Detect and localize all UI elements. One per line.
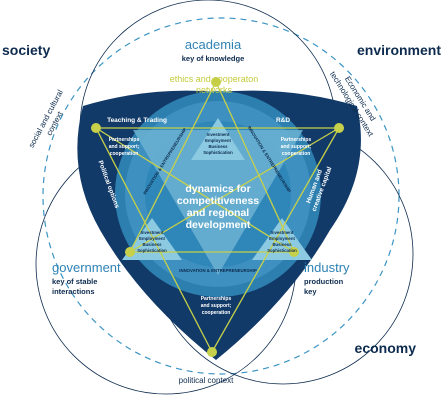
partnerships-bottom: Partnerships and support; cooperation — [201, 296, 232, 316]
svg-text:Employment: Employment — [205, 138, 231, 143]
government-subtitle-1: key of stable — [52, 277, 97, 286]
ethics-network-lines — [94, 80, 341, 354]
node-left — [125, 247, 135, 257]
svg-text:and support;: and support; — [281, 144, 312, 150]
node-top-right — [334, 123, 344, 133]
teaching-trading-label: Teaching & Trading — [107, 117, 167, 124]
svg-text:competitiveness: competitiveness — [177, 195, 259, 207]
left-box-text: Investment Employment Business Sophistic… — [137, 230, 167, 253]
node-right — [289, 247, 299, 257]
svg-text:Sophistication: Sophistication — [203, 150, 233, 155]
svg-text:development: development — [186, 219, 251, 231]
svg-text:Business: Business — [208, 144, 228, 149]
svg-text:Employment: Employment — [269, 236, 295, 241]
industry-subtitle-2: key — [304, 287, 317, 296]
inverted-triangle — [133, 130, 303, 275]
society-label: society — [2, 42, 50, 58]
svg-text:Partnerships: Partnerships — [201, 296, 232, 302]
svg-text:and regional: and regional — [187, 207, 250, 219]
svg-text:dynamics for: dynamics for — [185, 183, 250, 195]
academia-title: academia — [185, 37, 242, 52]
svg-text:Business: Business — [272, 242, 292, 247]
node-top — [211, 77, 221, 87]
svg-text:cooperation: cooperation — [110, 151, 139, 157]
economy-label: economy — [355, 340, 417, 356]
top-triangle-box — [191, 118, 245, 160]
svg-text:cooperation: cooperation — [202, 310, 231, 316]
rd-label: R&D — [276, 117, 290, 124]
industry-title: industry — [304, 260, 350, 275]
node-top-left — [91, 123, 101, 133]
government-subtitle-2: interactions — [52, 287, 95, 296]
svg-text:and support;: and support; — [201, 303, 232, 309]
svg-text:Investment: Investment — [141, 230, 164, 235]
right-box-text: Investment Employment Business Sophistic… — [267, 230, 297, 253]
top-box-text: Investment Employment Business Sophistic… — [203, 132, 233, 155]
node-bottom — [207, 347, 217, 357]
innovation-label-bottom: INNOVATION & ENTREPRENEURSHIP — [179, 268, 257, 273]
ethics-line-2: networks — [196, 85, 233, 95]
svg-text:Employment: Employment — [139, 236, 165, 241]
svg-text:Sophistication: Sophistication — [137, 248, 167, 253]
center-title: dynamics for competitiveness and regiona… — [177, 183, 259, 231]
environment-label: environment — [357, 42, 441, 58]
ethics-line-1: ethics and cooperaton — [170, 74, 259, 84]
academia-subtitle: key of knowledge — [182, 54, 245, 63]
svg-text:Partnerships: Partnerships — [281, 137, 312, 143]
svg-text:cooperation: cooperation — [282, 151, 311, 157]
svg-text:Business: Business — [142, 242, 162, 247]
svg-text:Sophistication: Sophistication — [267, 248, 297, 253]
partnerships-right: Partnerships and support; cooperation — [281, 137, 312, 157]
svg-text:Investment: Investment — [207, 132, 230, 137]
political-context-label: political context — [179, 376, 234, 385]
svg-text:Partnerships: Partnerships — [109, 137, 140, 143]
partnerships-left: Partnerships and support; cooperation — [109, 137, 140, 157]
industry-subtitle-1: production — [304, 277, 344, 286]
svg-text:Investment: Investment — [271, 230, 294, 235]
svg-text:and support;: and support; — [109, 144, 140, 150]
government-title: government — [52, 260, 121, 275]
